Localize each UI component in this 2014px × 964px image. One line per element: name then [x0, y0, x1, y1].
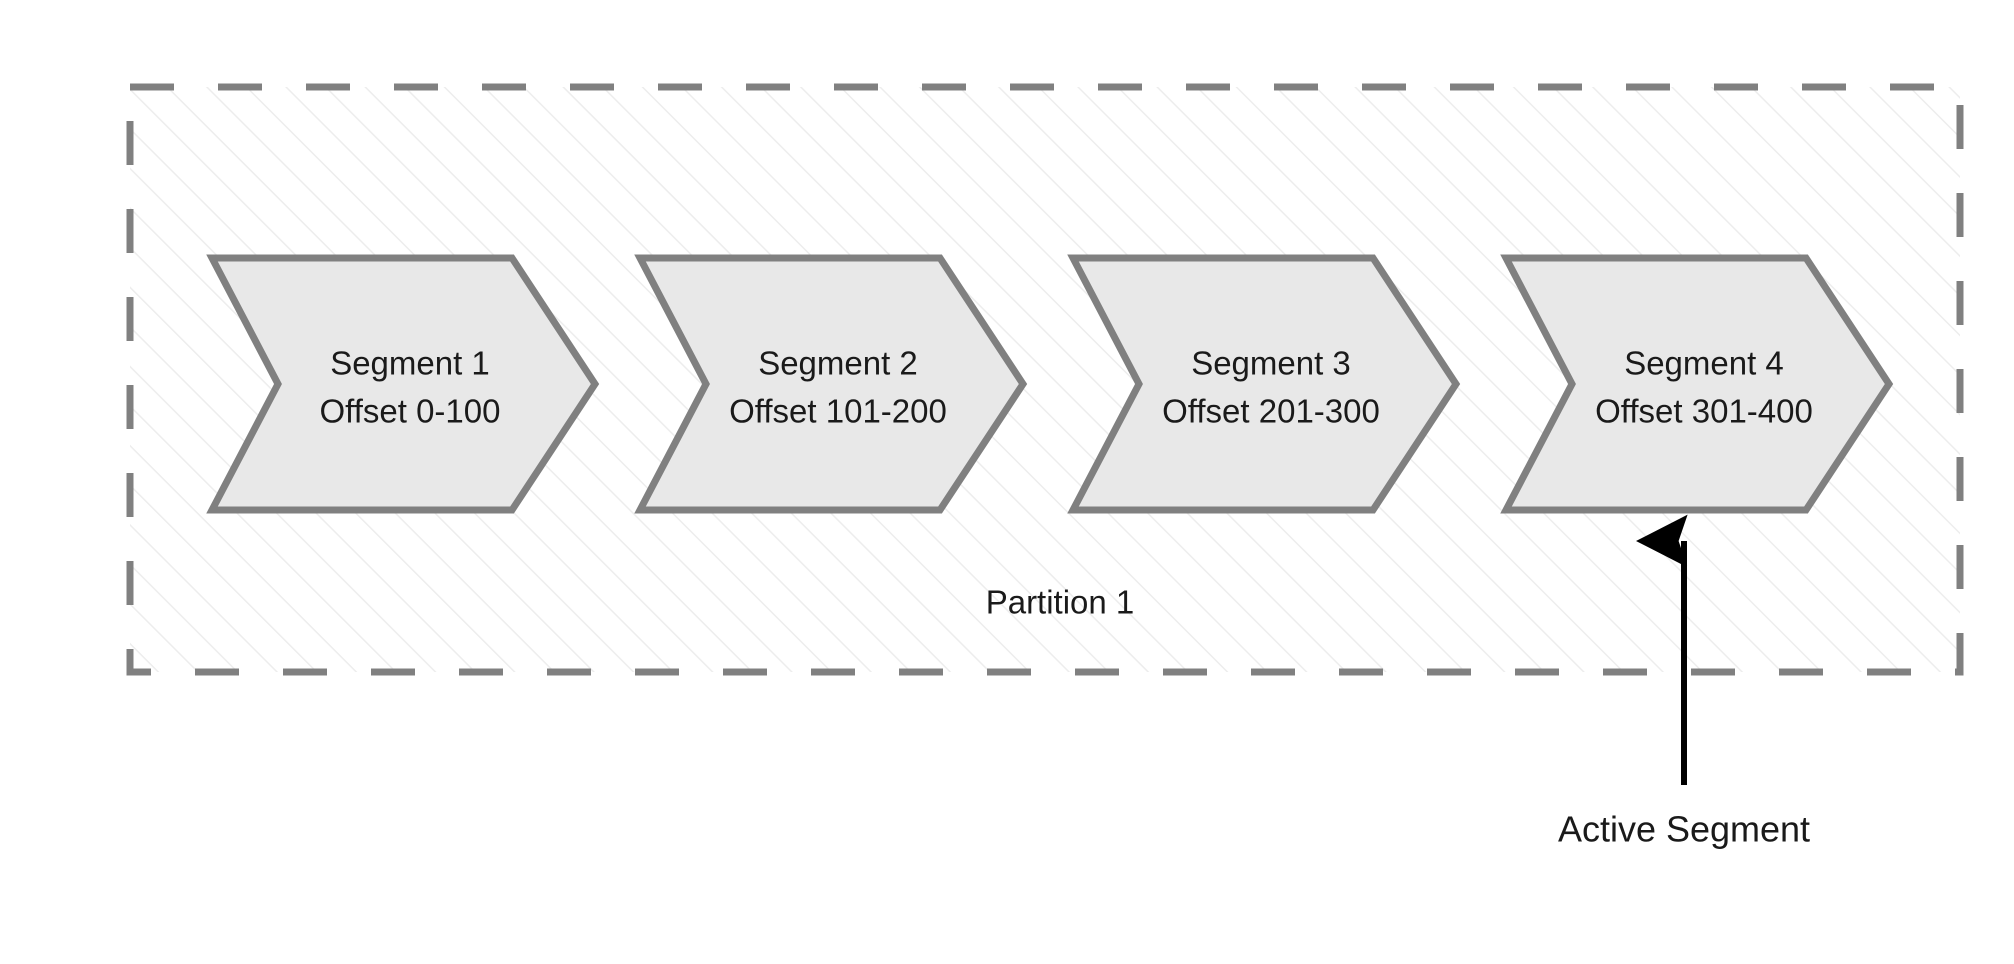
segment-chevron-1-shape — [206, 254, 600, 514]
segment-chevron-3-title: Segment 3 — [1191, 345, 1351, 382]
active-segment-annotation: Active Segment — [1558, 541, 1810, 850]
segment-chevron-3[interactable]: Segment 3 Offset 201-300 — [1067, 254, 1461, 514]
segment-chevron-4[interactable]: Segment 4 Offset 301-400 — [1500, 254, 1894, 514]
segment-chevron-3-offsets: Offset 201-300 — [1162, 393, 1380, 430]
segment-chevron-4-shape — [1500, 254, 1894, 514]
segment-chevron-1-title: Segment 1 — [330, 345, 490, 382]
segment-chevron-2-offsets: Offset 101-200 — [729, 393, 947, 430]
segment-chevron-2-shape — [634, 254, 1028, 514]
segment-chevron-2-title: Segment 2 — [758, 345, 918, 382]
segment-chevron-3-shape — [1067, 254, 1461, 514]
active-segment-label: Active Segment — [1558, 809, 1810, 850]
segment-chevron-1-offsets: Offset 0-100 — [319, 393, 500, 430]
segment-chevron-4-offsets: Offset 301-400 — [1595, 393, 1813, 430]
segment-chevron-group: Segment 1 Offset 0-100 Segment 2 Offset … — [206, 254, 1894, 514]
segment-chevron-4-title: Segment 4 — [1624, 345, 1784, 382]
segment-chevron-1[interactable]: Segment 1 Offset 0-100 — [206, 254, 600, 514]
segment-chevron-2[interactable]: Segment 2 Offset 101-200 — [634, 254, 1028, 514]
partition-dashed-border — [126, 83, 1964, 676]
partition-label: Partition 1 — [986, 584, 1135, 621]
